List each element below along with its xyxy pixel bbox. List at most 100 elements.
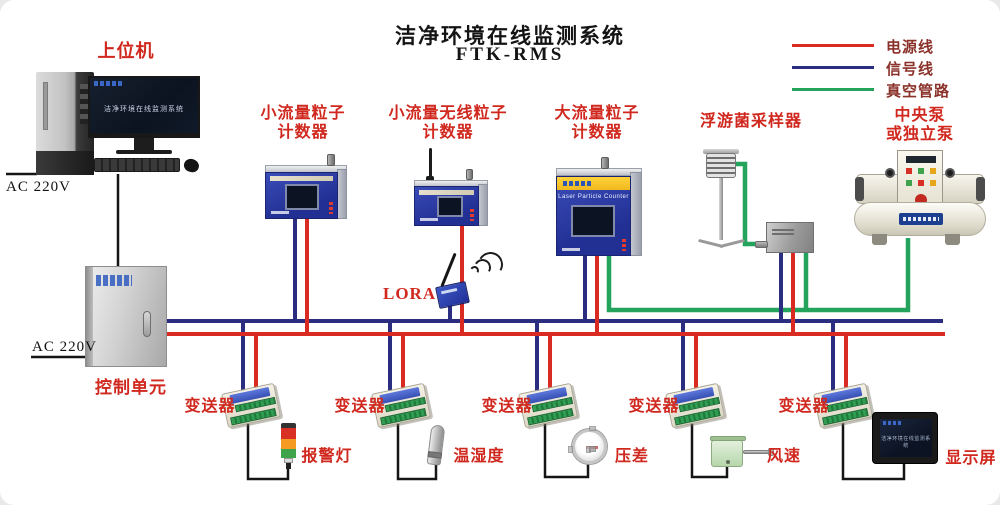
pump-motor-right bbox=[938, 168, 985, 204]
motor-gauge bbox=[945, 168, 955, 178]
sampler-head bbox=[706, 153, 736, 178]
wind-speed-label: 风速 bbox=[766, 448, 801, 465]
legend-swatch-vacuum bbox=[792, 88, 874, 91]
lora-face-detail bbox=[440, 287, 458, 295]
pump-button bbox=[906, 180, 912, 186]
mouse bbox=[182, 157, 201, 174]
monitor-stand bbox=[134, 138, 154, 151]
sampler-leg bbox=[719, 238, 745, 249]
transmitter-label-3: 变送器 bbox=[481, 398, 533, 415]
control-unit-cabinet bbox=[85, 266, 167, 367]
page-title: 洁净环境在线监测系统 bbox=[395, 24, 625, 48]
counter1-sensor-inlet bbox=[327, 154, 335, 166]
hmi-screen-text: 洁净环境在线监测系统 bbox=[881, 437, 931, 449]
hmi-screen: 洁净环境在线监测系统 bbox=[880, 419, 932, 457]
counter3-sensor-inlet bbox=[601, 157, 609, 169]
counter2-connectors bbox=[470, 209, 474, 221]
gauge-port bbox=[589, 446, 596, 452]
pump-motor-left bbox=[855, 168, 902, 204]
cabinet-brand-logo bbox=[96, 275, 132, 286]
bacteria-sampler-label: 浮游菌采样器 bbox=[699, 113, 802, 130]
cabinet-handle bbox=[143, 311, 151, 337]
pump-label: 中央泵 或独立泵 bbox=[885, 107, 954, 143]
lora-antenna bbox=[440, 252, 457, 288]
alarm-green-segment bbox=[281, 449, 296, 458]
counter1-connectors bbox=[329, 202, 333, 214]
cabinet-side-edge bbox=[86, 267, 93, 366]
host-power-label: AC 220V bbox=[6, 179, 71, 195]
wind-sensor-tip bbox=[768, 448, 774, 456]
gauge-tab bbox=[589, 426, 596, 431]
counter1-model-text bbox=[271, 211, 289, 214]
monitor-stand-base bbox=[116, 150, 172, 154]
transmitter-label-1: 变送器 bbox=[184, 398, 236, 415]
counter3-connectors bbox=[622, 239, 626, 251]
pump-button bbox=[918, 168, 924, 174]
page-subtitle: FTK-RMS bbox=[455, 44, 565, 65]
transmitter-label-5: 变送器 bbox=[778, 398, 830, 415]
alarm-orange-segment bbox=[281, 439, 296, 449]
motor-cap bbox=[976, 177, 985, 201]
counter3-side bbox=[630, 172, 642, 256]
diff-pressure-sensor bbox=[568, 426, 607, 464]
counter2-model-text bbox=[420, 218, 438, 221]
alarm-pole bbox=[286, 463, 291, 469]
signal-lines bbox=[166, 218, 943, 391]
pump-display bbox=[906, 156, 936, 163]
tower-base bbox=[36, 151, 94, 175]
legend-label-signal: 信号线 bbox=[886, 62, 935, 78]
counter3-brand-band bbox=[557, 177, 630, 190]
tower-drive-bays bbox=[80, 84, 88, 124]
vacuum-pump bbox=[852, 148, 988, 246]
wind-sensor-screw bbox=[726, 460, 730, 464]
vacuum-box-nozzle bbox=[755, 241, 768, 248]
lora-label: LORA bbox=[383, 284, 437, 303]
display-screen-label: 显示屏 bbox=[945, 450, 997, 467]
pump-button bbox=[906, 168, 912, 174]
alarm-light-label: 报警灯 bbox=[301, 448, 353, 465]
control-unit-label: 控制单元 bbox=[95, 378, 167, 397]
counter3-front: Laser Particle Counter bbox=[556, 176, 631, 256]
counter3-front-text: Laser Particle Counter bbox=[558, 194, 629, 200]
probe-nut bbox=[427, 451, 443, 459]
legend-label-power: 电源线 bbox=[886, 40, 935, 56]
wind-sensor-flange bbox=[710, 436, 746, 441]
transmitter-label-2: 变送器 bbox=[334, 398, 386, 415]
pump-tank-label bbox=[899, 213, 943, 225]
pump-button bbox=[918, 180, 924, 186]
alarm-red-segment bbox=[281, 428, 296, 439]
pc-tower bbox=[36, 72, 94, 175]
wireless-particle-counter-label: 小流量无线粒子 计数器 bbox=[388, 105, 508, 141]
pump-tank bbox=[854, 202, 986, 236]
temp-humidity-probe bbox=[426, 424, 446, 466]
host-computer-label: 上位机 bbox=[97, 41, 155, 61]
monitor-screen: 洁净环境在线监测系统 bbox=[90, 78, 198, 133]
pump-button bbox=[930, 180, 936, 186]
counter2-side bbox=[478, 184, 488, 226]
sampler-cap bbox=[703, 149, 739, 154]
pump-leg bbox=[872, 234, 887, 245]
counter2-screen bbox=[437, 196, 463, 217]
tower-vent bbox=[43, 82, 48, 130]
transmitter-label-4: 变送器 bbox=[628, 398, 680, 415]
counter2-front bbox=[414, 186, 479, 226]
pump-control-panel bbox=[897, 150, 943, 210]
motor-gauge bbox=[885, 168, 895, 178]
gauge-tab bbox=[568, 446, 573, 453]
counter1-side bbox=[337, 169, 347, 219]
diff-pressure-label: 压差 bbox=[614, 448, 649, 465]
counter2-sensor-inlet bbox=[466, 169, 473, 180]
counter2-header-strip bbox=[419, 190, 474, 195]
counter3-model-text bbox=[562, 248, 580, 251]
counter3-brand-logo bbox=[563, 181, 593, 186]
sampler-vacuum-box bbox=[766, 222, 814, 253]
counter3-screen bbox=[571, 205, 615, 237]
motor-cap bbox=[855, 177, 864, 201]
hmi-brand-logo bbox=[883, 421, 901, 425]
counter1-screen bbox=[285, 184, 319, 210]
small-particle-counter-label: 小流量粒子 计数器 bbox=[260, 105, 346, 141]
temp-humidity-label: 温湿度 bbox=[453, 448, 505, 465]
counter1-header-strip bbox=[270, 176, 333, 181]
sampler-pole bbox=[719, 178, 723, 240]
